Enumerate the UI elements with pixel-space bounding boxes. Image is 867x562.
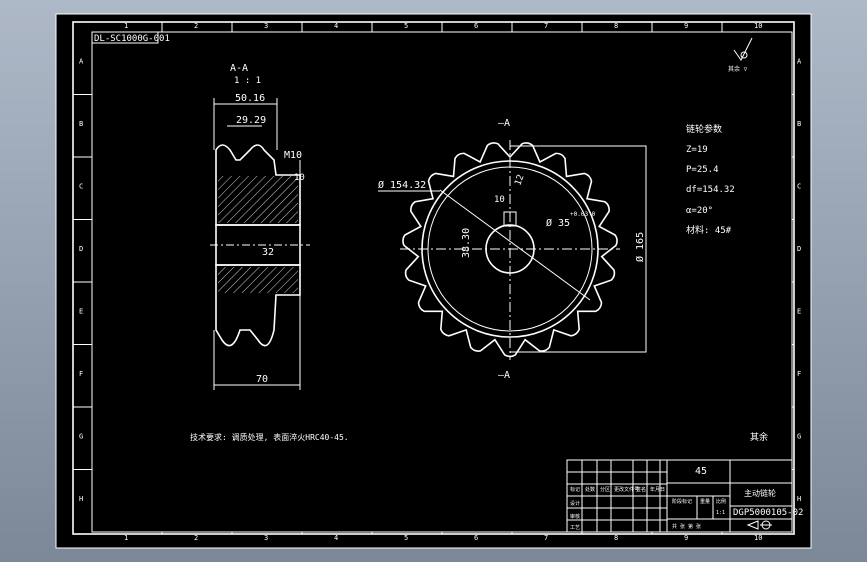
column-label: 3: [264, 534, 268, 542]
column-label: 2: [194, 22, 198, 30]
technical-requirements: 技术要求: 调质处理, 表面淬火HRC40-45.: [190, 432, 349, 442]
section-view: A-A 1 : 1 50.16 29.29 M10: [210, 63, 310, 390]
dim-outer-dia: Ø 154.32: [378, 179, 426, 191]
column-label: 4: [334, 22, 338, 30]
param-df: df=154.32: [686, 185, 735, 195]
title-block: 45 主动链轮 DGP5000105-02 标记 处数 分区 更改文件号 签名 …: [566, 459, 803, 533]
cut-mark-bottom: —A: [498, 370, 510, 381]
column-label: 7: [544, 534, 548, 542]
column-label: 1: [124, 534, 128, 542]
row-label: B: [79, 120, 83, 128]
dim-length: 70: [256, 374, 268, 385]
row-label: D: [797, 245, 801, 253]
dim-tolerance: +0.03 0: [570, 211, 596, 218]
dim-165: Ø 165: [634, 232, 646, 262]
sheet-border: [55, 13, 812, 549]
tb-scale-label: 比例: [716, 498, 726, 505]
param-alpha: α=20°: [686, 206, 713, 216]
column-label: 8: [614, 22, 618, 30]
tb-hdr6: 年月日: [650, 486, 665, 493]
tb-hdr3: 分区: [600, 486, 610, 493]
param-p: P=25.4: [686, 165, 719, 175]
dim-bore-depth: 38.30: [461, 228, 472, 258]
drawing-sheet: [56, 14, 811, 548]
dim-hub-width: 50.16: [235, 93, 265, 104]
projection-symbol-icon: [746, 520, 772, 530]
title-part-name: 主动链轮: [744, 488, 776, 498]
roughness-symbol: 其余 ▽: [728, 37, 753, 73]
front-view: —A —A Ø 165 Ø 154.32 10 12 38.30 Ø 35 +0…: [378, 118, 647, 381]
dim-key-depth: 12: [513, 173, 526, 187]
column-label: 1: [124, 22, 128, 30]
column-label: 9: [684, 22, 688, 30]
row-label: F: [797, 370, 801, 378]
row-label: F: [79, 370, 83, 378]
tb-row-process: 工艺: [570, 525, 580, 531]
keyway: [503, 211, 517, 227]
column-label: 10: [754, 22, 762, 30]
row-label: A: [79, 57, 84, 65]
title-drawing-no: DGP5000105-02: [733, 508, 803, 518]
title-material: 45: [695, 466, 707, 477]
tb-scale: 1:1: [716, 510, 725, 516]
hatch-upper: [218, 176, 298, 223]
row-label: C: [79, 182, 83, 190]
param-material: 材料: 45#: [686, 224, 732, 236]
param-z: Z=19: [686, 145, 708, 155]
column-label: 5: [404, 534, 408, 542]
column-label: 10: [754, 534, 762, 542]
section-label: A-A: [230, 63, 248, 74]
row-label: D: [79, 245, 83, 253]
roughness-note: 其余 ▽: [728, 65, 748, 73]
row-label: G: [79, 432, 83, 440]
sprocket-parameters: 链轮参数 Z=19 P=25.4 df=154.32 α=20° 材料: 45#: [686, 123, 735, 236]
column-label: 5: [404, 22, 408, 30]
drawing-frame-outer: [72, 21, 795, 535]
column-label: 7: [544, 22, 548, 30]
column-label: 3: [264, 22, 268, 30]
row-label: E: [79, 307, 83, 315]
column-label: 2: [194, 534, 198, 542]
row-label: B: [797, 120, 801, 128]
dim-keyway: 32: [262, 247, 274, 258]
tb-sheets: 共 张 第 张: [672, 523, 701, 530]
drawing-number-box: [91, 31, 159, 44]
dim-key-width: 10: [494, 195, 505, 205]
row-label: A: [797, 57, 802, 65]
row-label: C: [797, 182, 801, 190]
params-title: 链轮参数: [686, 123, 722, 135]
hatch-lower: [218, 267, 298, 293]
remark: 其余: [750, 431, 768, 443]
tb-hdr5: 签名: [636, 486, 646, 493]
tb-hdr2: 处数: [585, 486, 595, 493]
dim-tooth-pitch: 29.29: [236, 115, 266, 126]
tb-hdr1: 标记: [570, 486, 580, 493]
row-label: H: [797, 495, 801, 503]
drawing-number-top: DL-SC1000G-001: [94, 34, 170, 44]
drawing-frame-inner: [91, 31, 793, 533]
dim-m10: M10: [284, 150, 302, 161]
tb-row-design: 设计: [570, 500, 580, 507]
tb-weight: 重量: [700, 498, 710, 505]
row-labels: A A B B C C D D E E F F G G H H: [73, 57, 802, 503]
dim-10: 10: [294, 173, 305, 183]
row-label: G: [797, 432, 801, 440]
column-label: 4: [334, 534, 338, 542]
tb-stage: 阶段标记: [672, 498, 692, 505]
row-label: H: [79, 495, 83, 503]
column-label: 9: [684, 534, 688, 542]
tb-row-check: 审核: [570, 513, 580, 520]
column-label: 6: [474, 534, 478, 542]
column-label: 8: [614, 534, 618, 542]
tb-hdr4: 更改文件号: [614, 486, 639, 493]
section-scale: 1 : 1: [234, 76, 261, 86]
column-label: 6: [474, 22, 478, 30]
cut-mark-top: —A: [498, 118, 510, 129]
dim-bore: Ø 35: [546, 217, 570, 229]
row-label: E: [797, 307, 801, 315]
